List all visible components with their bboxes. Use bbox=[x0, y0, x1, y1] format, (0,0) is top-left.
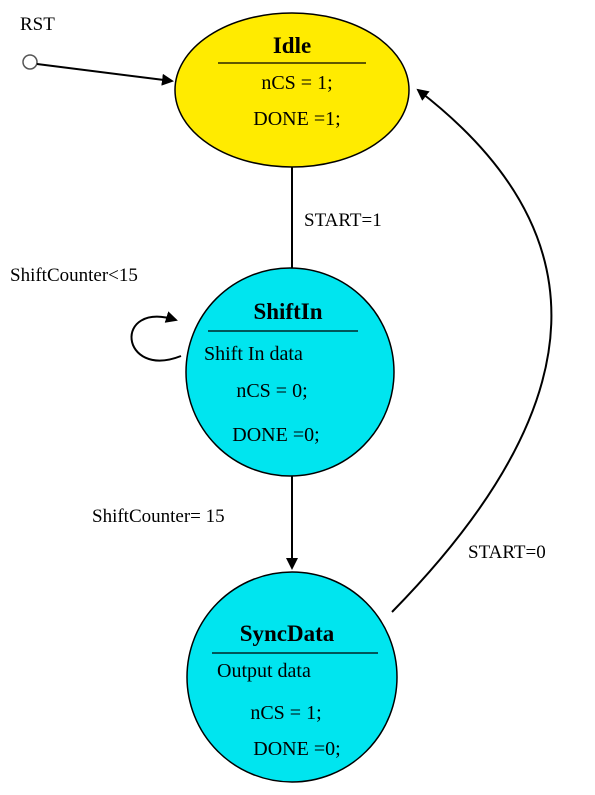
reset-initial-node bbox=[22, 54, 38, 70]
transition-label-start-0: START=0 bbox=[468, 542, 546, 563]
state-shiftin-line-1: Shift In data bbox=[204, 343, 303, 365]
state-idle-name: Idle bbox=[273, 33, 311, 58]
state-idle: Idle nCS = 1; DONE =1; bbox=[174, 12, 410, 168]
arrow-syncdata-to-idle bbox=[391, 88, 553, 613]
state-syncdata-line-3: DONE =0; bbox=[253, 738, 340, 760]
state-syncdata-name: SyncData bbox=[240, 621, 335, 646]
state-syncdata: SyncData Output data nCS = 1; DONE =0; bbox=[186, 571, 398, 783]
reset-arrow bbox=[36, 63, 174, 86]
arrow-shiftin-self-loop bbox=[130, 311, 182, 362]
state-syncdata-shape bbox=[186, 571, 398, 783]
state-shiftin-line-3: DONE =0; bbox=[232, 424, 319, 446]
transition-label-shiftcounter-eq-15: ShiftCounter= 15 bbox=[92, 506, 225, 527]
state-shiftin: ShiftIn Shift In data nCS = 0; DONE =0; bbox=[185, 267, 395, 477]
state-shiftin-shape bbox=[185, 267, 395, 477]
state-syncdata-line-1: Output data bbox=[217, 660, 311, 682]
reset-label: RST bbox=[20, 14, 55, 35]
transition-label-shiftcounter-lt-15: ShiftCounter<15 bbox=[10, 265, 138, 286]
state-idle-line-2: DONE =1; bbox=[253, 108, 340, 130]
transition-label-start-1: START=1 bbox=[304, 210, 382, 231]
state-shiftin-name: ShiftIn bbox=[253, 299, 322, 324]
state-idle-line-1: nCS = 1; bbox=[261, 72, 332, 94]
state-syncdata-line-2: nCS = 1; bbox=[250, 702, 321, 724]
state-shiftin-line-2: nCS = 0; bbox=[236, 380, 307, 402]
